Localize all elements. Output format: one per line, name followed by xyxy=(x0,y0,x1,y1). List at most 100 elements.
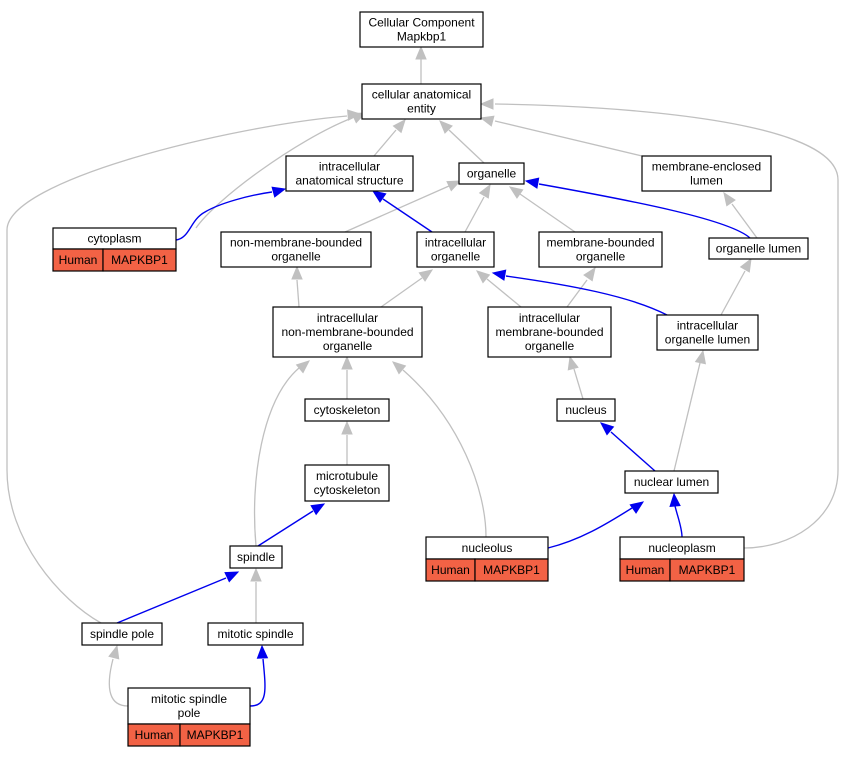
term-label: non-membrane-bounded xyxy=(281,325,413,339)
arrowhead-11 xyxy=(508,186,524,199)
term-label: pole xyxy=(178,706,201,720)
term-box xyxy=(458,162,525,185)
gene-cell xyxy=(102,248,177,272)
arrowhead-14 xyxy=(291,265,303,280)
term-label: organelle xyxy=(323,339,373,353)
is-a-edge-32 xyxy=(108,658,129,707)
term-box xyxy=(641,155,772,192)
term-node-sp[interactable]: spindle pole xyxy=(81,622,163,646)
part-of-edge-12 xyxy=(538,183,751,239)
is-a-edge-28 xyxy=(253,367,300,547)
term-label: intracellular xyxy=(425,236,486,250)
arrowhead-22 xyxy=(341,420,353,435)
species-label: Human xyxy=(626,563,665,577)
term-box xyxy=(220,231,372,268)
species-label: Human xyxy=(59,253,98,267)
term-box xyxy=(361,83,482,120)
arrowhead-32 xyxy=(108,644,120,660)
term-label: organelle lumen xyxy=(716,242,801,256)
arrowhead-1 xyxy=(392,119,406,134)
is-a-edge-24 xyxy=(673,362,701,472)
is-a-edge-4 xyxy=(195,117,353,229)
arrowhead-6 xyxy=(479,98,494,110)
arrowhead-27 xyxy=(669,492,681,507)
term-label: spindle pole xyxy=(90,627,154,641)
term-box xyxy=(487,306,612,358)
term-box xyxy=(285,155,414,192)
arrowhead-20 xyxy=(341,355,353,370)
term-label: nucleus xyxy=(565,403,606,417)
term-box xyxy=(207,622,304,646)
arrowhead-24 xyxy=(694,349,707,365)
is-a-edge-5 xyxy=(6,115,348,624)
gene-label: MAPKBP1 xyxy=(187,728,244,742)
species-label: Human xyxy=(431,563,470,577)
term-node-nuc[interactable]: nucleus xyxy=(556,398,616,422)
term-label: organelle lumen xyxy=(665,333,750,347)
is-a-edge-25 xyxy=(402,369,487,538)
arrowhead-23 xyxy=(600,422,615,436)
term-node-cytosk[interactable]: cytoskeleton xyxy=(304,398,390,422)
term-box xyxy=(81,622,163,646)
term-label: nuclear lumen xyxy=(634,475,709,489)
arrowhead-17 xyxy=(583,266,596,282)
term-box xyxy=(127,687,251,725)
gene-cell xyxy=(474,558,549,582)
arrowhead-33 xyxy=(256,644,269,659)
is-a-edge-15 xyxy=(380,277,423,308)
arrowhead-12 xyxy=(524,177,540,189)
is-a-edge-13 xyxy=(731,203,758,239)
term-label: organelle xyxy=(271,250,321,264)
term-label: lumen xyxy=(690,174,723,188)
term-node-org[interactable]: organelle xyxy=(458,162,525,185)
term-label: cytoskeleton xyxy=(314,483,381,497)
term-node-spindle[interactable]: spindle xyxy=(229,545,283,569)
part-of-edge-33 xyxy=(249,658,266,707)
is-a-edge-3 xyxy=(494,120,643,157)
arrowhead-28 xyxy=(295,360,310,374)
term-label: membrane-bounded xyxy=(546,236,654,250)
term-label: cytoplasm xyxy=(87,232,141,246)
term-label: Mapkbp1 xyxy=(397,30,447,44)
part-of-edge-26 xyxy=(547,507,633,549)
term-label: anatomical structure xyxy=(295,174,403,188)
gene-label: MAPKBP1 xyxy=(111,253,168,267)
gene-cell xyxy=(179,723,251,747)
term-node-inmbo[interactable]: intracellularnon-membrane-boundedorganel… xyxy=(272,306,423,358)
gene-cell xyxy=(669,558,745,582)
term-label: Cellular Component xyxy=(368,16,475,30)
term-label: intracellular xyxy=(317,311,378,325)
term-label: intracellular xyxy=(519,311,580,325)
is-a-edge-17 xyxy=(566,279,588,308)
is-a-edge-14 xyxy=(296,279,300,308)
arrowhead-25 xyxy=(392,361,407,375)
term-node-ol[interactable]: organelle lumen xyxy=(708,237,809,260)
term-label: cytoskeleton xyxy=(314,403,381,417)
term-box xyxy=(624,470,719,494)
term-node-nl[interactable]: nuclear lumen xyxy=(624,470,719,494)
arrowhead-18 xyxy=(491,269,507,281)
arrowhead-31 xyxy=(250,567,262,582)
term-label: non-membrane-bounded xyxy=(230,236,362,250)
gene-label: MAPKBP1 xyxy=(483,563,540,577)
term-node-ms[interactable]: mitotic spindle xyxy=(207,622,304,646)
is-a-edge-1 xyxy=(373,129,397,157)
is-a-edge-2 xyxy=(448,129,485,164)
term-label: organelle xyxy=(431,250,481,264)
term-label: nucleoplasm xyxy=(648,541,715,555)
